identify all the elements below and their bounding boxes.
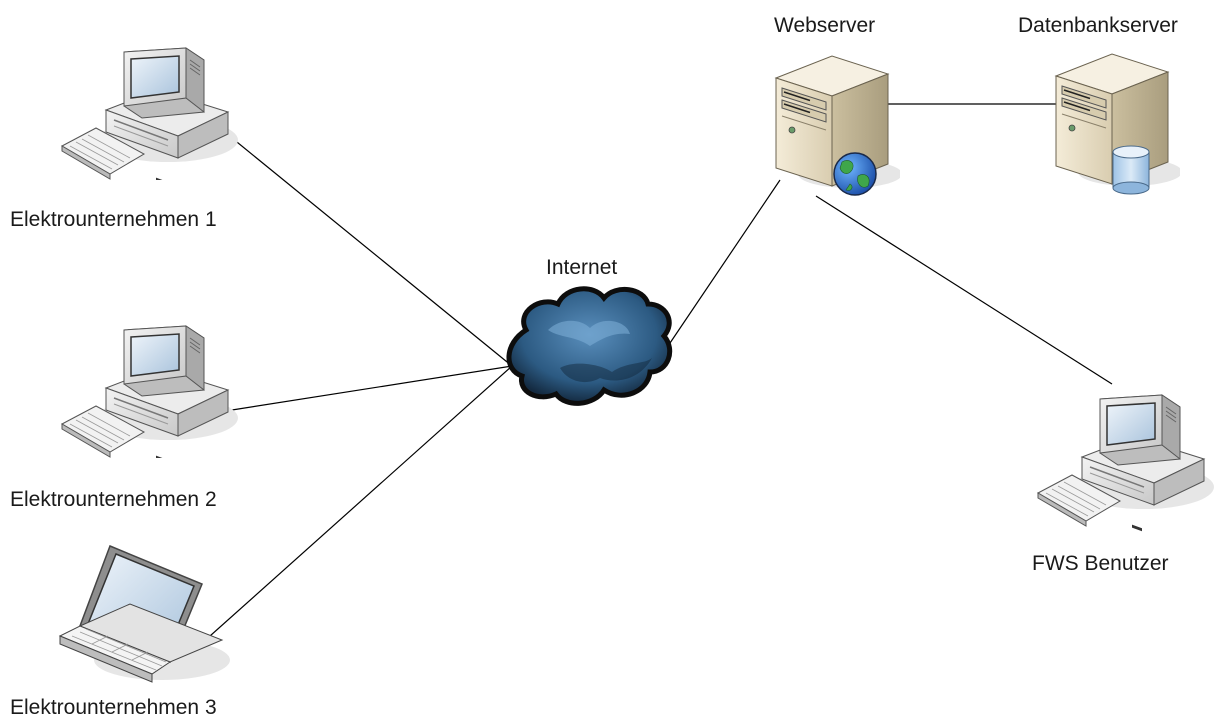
label-fws-benutzer: FWS Benutzer bbox=[1032, 552, 1169, 575]
label-datenbankserver: Datenbankserver bbox=[1018, 14, 1178, 37]
desktop-computer-icon bbox=[61, 325, 238, 458]
label-internet: Internet bbox=[546, 256, 618, 279]
link-client2-internet bbox=[231, 365, 513, 411]
label-elektrounternehmen-3: Elektrounternehmen 3 bbox=[10, 696, 217, 719]
link-client3-internet bbox=[209, 365, 513, 637]
database-cylinder-icon bbox=[1112, 145, 1150, 195]
link-client1-internet bbox=[231, 137, 513, 367]
label-webserver: Webserver bbox=[774, 14, 876, 37]
desktop-computer-icon bbox=[61, 47, 238, 180]
desktop-computer-icon bbox=[1037, 394, 1214, 533]
link-webserver-user bbox=[815, 195, 1113, 385]
link-internet-webserver bbox=[667, 179, 781, 347]
label-elektrounternehmen-2: Elektrounternehmen 2 bbox=[10, 488, 217, 511]
laptop-icon bbox=[59, 545, 231, 683]
label-elektrounternehmen-1: Elektrounternehmen 1 bbox=[10, 208, 217, 231]
connections bbox=[209, 103, 1113, 637]
web-server-icon bbox=[775, 55, 900, 196]
cloud-icon bbox=[506, 286, 673, 406]
database-server-icon bbox=[1055, 53, 1180, 195]
globe-icon bbox=[833, 152, 877, 196]
